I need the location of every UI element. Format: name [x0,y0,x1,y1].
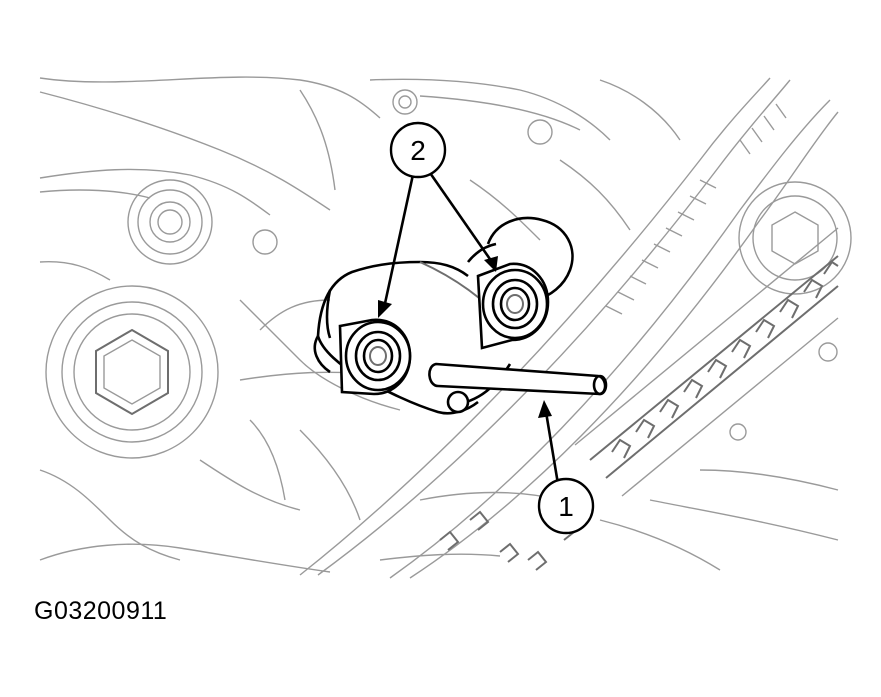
small-hole [252,229,278,255]
arrowhead-icon [378,300,392,318]
upper-right-bolt [738,181,852,295]
sprocket-chain [439,227,839,571]
arrowhead-icon [484,256,498,272]
timing-belt [299,77,839,579]
upper-tensioner-bolt [476,262,550,350]
small-hole [729,423,747,441]
pin-hole [446,390,470,414]
figure-code: G03200911 [34,597,168,625]
upper-left-bolt [127,179,213,265]
callout-leaders [378,169,560,485]
leader-line-1 [544,411,560,485]
leader-line-2a [382,169,416,309]
small-hole [527,119,553,145]
leader-line-2b [426,169,494,263]
callout-2: 2 [389,121,447,179]
tensioner-assembly [313,216,608,415]
callout-2-label: 2 [410,135,426,166]
small-hole [818,342,838,362]
locking-pin [428,362,608,396]
arrowhead-icon [538,400,552,418]
engine-casting [39,76,852,573]
callout-1-label: 1 [558,491,574,522]
small-hole [392,89,418,115]
left-hex-bolt [45,285,219,459]
lower-tensioner-bolt [338,318,412,396]
callout-1: 1 [537,477,595,535]
